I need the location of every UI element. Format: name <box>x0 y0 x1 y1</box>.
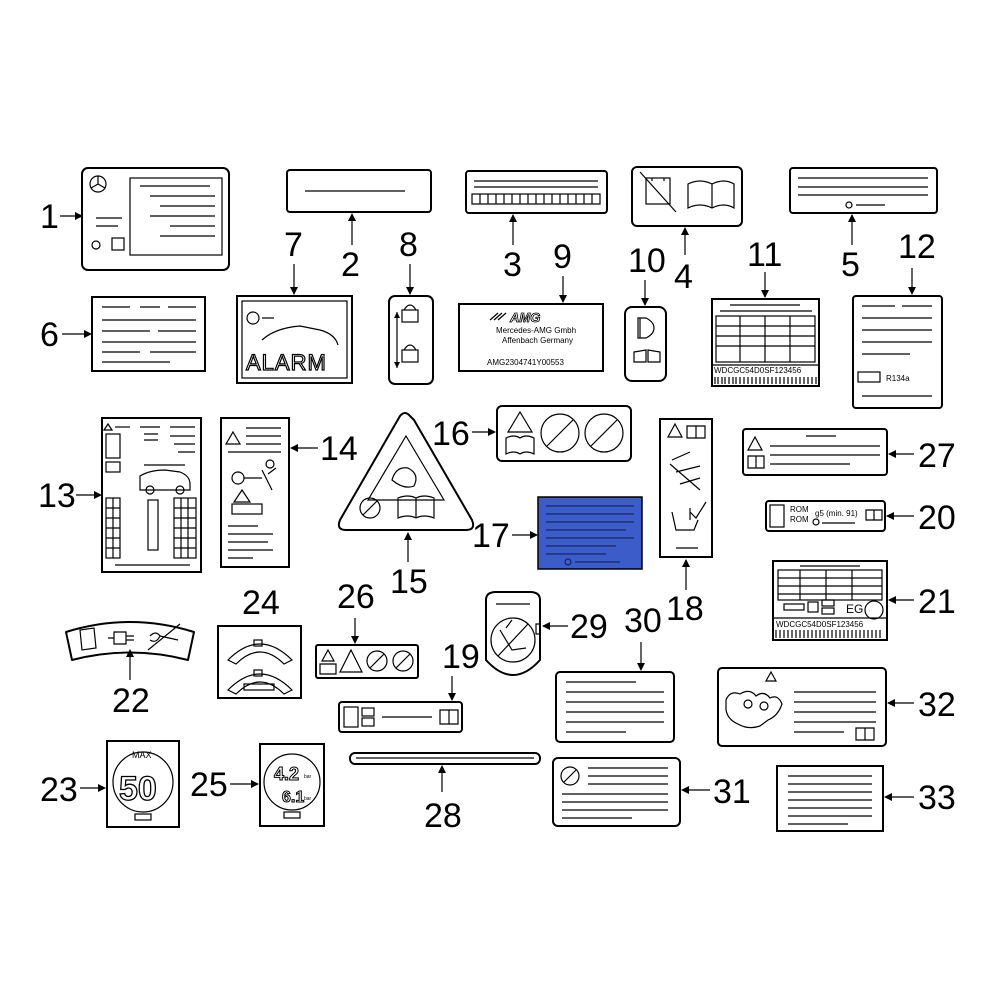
label-29[interactable] <box>485 591 541 676</box>
callout-30: 30 <box>624 602 662 640</box>
label-32[interactable] <box>717 667 887 747</box>
label-18[interactable] <box>659 418 713 558</box>
callout-19: 19 <box>442 638 480 676</box>
label-17[interactable] <box>537 496 643 570</box>
label-3[interactable] <box>465 170 608 214</box>
label-9[interactable]: AMG Mercedes-AMG Gmbh Affenbach Germany … <box>458 303 604 372</box>
refrigerant-text: R134a <box>886 374 910 383</box>
callout-21: 21 <box>918 583 956 621</box>
label-20[interactable]: ROM ROM g5 (min. 91) <box>765 500 886 532</box>
label-25[interactable]: 4.2 bar 6.1 bar <box>259 743 325 827</box>
callout-13: 13 <box>38 477 76 515</box>
amg-code: AMG2304741Y00553 <box>487 358 565 367</box>
tire-unit-front: bar <box>304 774 312 780</box>
label-7[interactable]: ALARM <box>236 295 353 384</box>
label-14[interactable] <box>220 417 290 568</box>
vin-11: WDCGC54D0SF123456 <box>714 366 802 375</box>
label-28[interactable] <box>349 752 541 765</box>
callout-14: 14 <box>320 430 358 468</box>
label-10[interactable] <box>624 306 667 382</box>
callout-29: 29 <box>570 608 608 646</box>
speed-max: MAX <box>132 750 152 760</box>
label-33[interactable] <box>776 765 884 832</box>
label-24[interactable] <box>217 625 302 699</box>
label-30[interactable] <box>555 671 675 743</box>
label-8[interactable] <box>388 295 434 385</box>
label-23[interactable]: MAX 50 <box>106 740 180 828</box>
label-5[interactable] <box>789 167 938 214</box>
label-15[interactable] <box>337 412 475 531</box>
amg-company: Mercedes-AMG Gmbh <box>496 326 576 335</box>
tire-unit-rear: bar <box>304 796 312 802</box>
callout-11: 11 <box>747 236 782 274</box>
label-31[interactable] <box>552 757 681 827</box>
callout-10: 10 <box>628 242 666 280</box>
vin-21: WDCGC54D0SF123456 <box>776 620 864 629</box>
label-6[interactable] <box>91 296 206 372</box>
callout-7: 7 <box>284 226 303 264</box>
callout-6: 6 <box>40 316 59 354</box>
label-16[interactable] <box>496 405 632 462</box>
tire-front: 4.2 <box>274 764 299 784</box>
callout-16: 16 <box>432 415 470 453</box>
rom-top: ROM <box>790 505 809 514</box>
callout-8: 8 <box>399 226 418 264</box>
callout-9: 9 <box>553 238 572 276</box>
callout-28: 28 <box>424 797 462 835</box>
eg-text: EG <box>846 602 863 616</box>
callout-22: 22 <box>112 682 150 720</box>
callout-23: 23 <box>40 771 78 809</box>
label-27[interactable] <box>742 428 888 476</box>
label-4[interactable] <box>631 166 743 227</box>
callout-24: 24 <box>242 584 280 622</box>
callout-32: 32 <box>918 686 956 724</box>
alarm-text: ALARM <box>246 350 327 375</box>
rom-bottom: ROM <box>790 515 809 524</box>
oil-spec: g5 (min. 91) <box>815 509 858 518</box>
callout-20: 20 <box>918 499 956 537</box>
callout-2: 2 <box>341 246 360 284</box>
label-12[interactable]: R134a <box>852 295 943 409</box>
callout-26: 26 <box>337 578 375 616</box>
label-13[interactable] <box>101 417 202 573</box>
callout-1: 1 <box>40 198 59 236</box>
label-11[interactable]: WDCGC54D0SF123456 <box>711 298 820 387</box>
callout-33: 33 <box>918 779 956 817</box>
label-21[interactable]: EG WDCGC54D0SF123456 <box>772 560 888 641</box>
callout-12: 12 <box>898 228 936 266</box>
callout-15: 15 <box>390 563 428 601</box>
label-26[interactable] <box>315 644 419 679</box>
label-19[interactable] <box>338 701 463 733</box>
callout-17: 17 <box>472 517 510 555</box>
label-22[interactable] <box>65 621 195 661</box>
callout-4: 4 <box>674 258 693 296</box>
callout-3: 3 <box>503 246 522 284</box>
label-17-panel <box>537 496 643 570</box>
amg-logo: AMG <box>509 310 540 325</box>
callout-25: 25 <box>190 766 228 804</box>
speed-value: 50 <box>119 770 157 808</box>
callout-31: 31 <box>713 773 751 811</box>
callout-18: 18 <box>666 590 704 628</box>
callout-27: 27 <box>918 437 956 475</box>
label-1[interactable] <box>81 167 230 271</box>
tire-rear: 6.1 <box>282 789 304 806</box>
amg-location: Affenbach Germany <box>502 336 573 345</box>
label-2[interactable] <box>286 169 432 213</box>
callout-5: 5 <box>841 246 860 284</box>
